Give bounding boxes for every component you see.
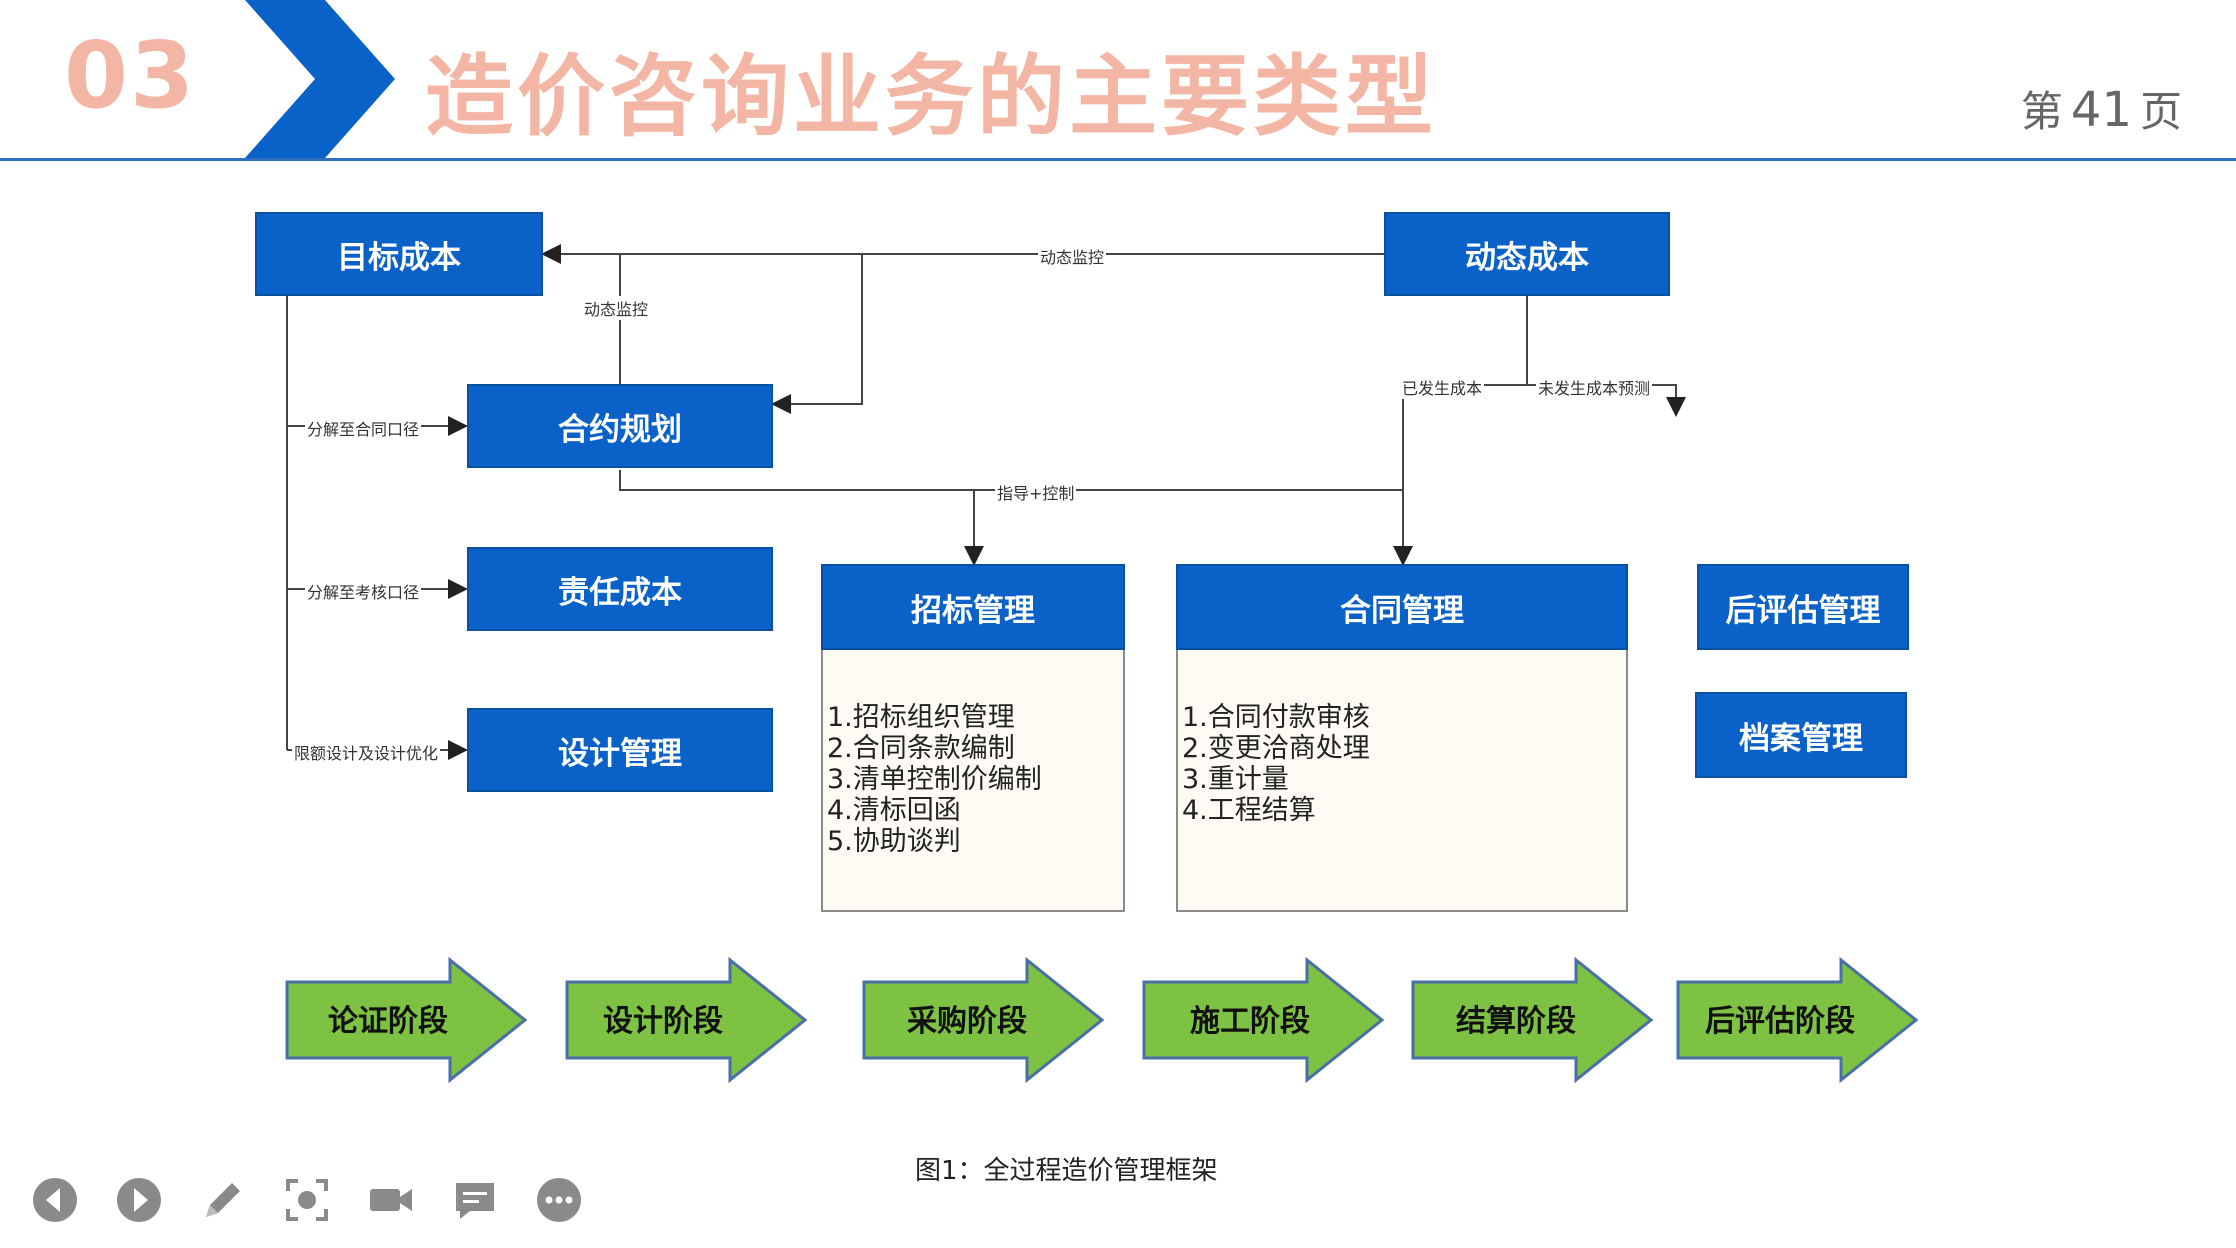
- box-post-evaluation: 后评估管理: [1697, 564, 1909, 650]
- box-tender-management: 招标管理: [821, 564, 1125, 650]
- contract-item: 3.重计量: [1182, 764, 1289, 795]
- tender-item: 2.合同条款编制: [827, 733, 1015, 764]
- contract-item: 1.合同付款审核: [1182, 702, 1370, 733]
- box-dynamic-cost: 动态成本: [1384, 212, 1670, 296]
- more-icon[interactable]: [534, 1175, 584, 1225]
- next-icon[interactable]: [114, 1175, 164, 1225]
- box-archive-management: 档案管理: [1695, 692, 1907, 778]
- page-number-value: 41: [2070, 82, 2132, 138]
- box-responsibility-cost: 责任成本: [467, 547, 773, 631]
- stage-arrow: 结算阶段: [1411, 956, 1654, 1084]
- stage-label: 论证阶段: [328, 1004, 448, 1039]
- label-decompose-contract: 分解至合同口径: [305, 416, 422, 440]
- box-design-management: 设计管理: [467, 708, 773, 792]
- comment-icon[interactable]: [450, 1175, 500, 1225]
- box-contract-planning: 合约规划: [467, 384, 773, 468]
- stage-label: 后评估阶段: [1705, 1004, 1855, 1039]
- stage-arrows: 论证阶段 设计阶段 采购阶段 施工阶段 结算阶段 后评估阶段: [285, 956, 1919, 1084]
- stage-label: 设计阶段: [603, 1004, 723, 1039]
- stage-label: 结算阶段: [1456, 1004, 1576, 1039]
- stage-label: 施工阶段: [1190, 1004, 1310, 1039]
- stage-arrow: 设计阶段: [565, 956, 808, 1084]
- tender-item: 4.清标回函: [827, 795, 961, 826]
- header-rule: [0, 158, 2236, 161]
- figure-caption: 图1：全过程造价管理框架: [915, 1156, 1218, 1186]
- chevron-icon: [245, 0, 395, 158]
- screenshot-icon[interactable]: [282, 1175, 332, 1225]
- stage-arrow: 采购阶段: [862, 956, 1105, 1084]
- label-dynamic-monitor-left: 动态监控: [582, 296, 651, 320]
- tender-item: 1.招标组织管理: [827, 702, 1015, 733]
- section-number: 03: [64, 22, 197, 129]
- contract-item: 4.工程结算: [1182, 795, 1316, 826]
- prev-icon[interactable]: [30, 1175, 80, 1225]
- stage-arrow: 施工阶段: [1142, 956, 1385, 1084]
- stage-arrow: 后评估阶段: [1676, 956, 1919, 1084]
- box-contract-management: 合同管理: [1176, 564, 1628, 650]
- label-decompose-assess: 分解至考核口径: [305, 579, 422, 603]
- page-prefix: 第: [2020, 87, 2063, 136]
- contract-item: 2.变更洽商处理: [1182, 733, 1370, 764]
- stage-arrow: 论证阶段: [285, 956, 528, 1084]
- label-dynamic-monitor-top: 动态监控: [1038, 244, 1107, 268]
- stage-label: 采购阶段: [907, 1004, 1027, 1039]
- camera-icon[interactable]: [366, 1175, 416, 1225]
- page-title: 造价咨询业务的主要类型: [425, 45, 1438, 148]
- box-target-cost: 目标成本: [255, 212, 543, 296]
- label-future-cost-forecast: 未发生成本预测: [1536, 375, 1653, 399]
- label-incurred-cost: 已发生成本: [1400, 375, 1485, 399]
- tender-item: 5.协助谈判: [827, 826, 961, 857]
- label-limit-design: 限额设计及设计优化: [292, 740, 441, 764]
- pen-icon[interactable]: [198, 1175, 248, 1225]
- tender-item: 3.清单控制价编制: [827, 764, 1042, 795]
- page-suffix: 页: [2139, 87, 2182, 136]
- label-guide-control: 指导+控制: [995, 480, 1077, 504]
